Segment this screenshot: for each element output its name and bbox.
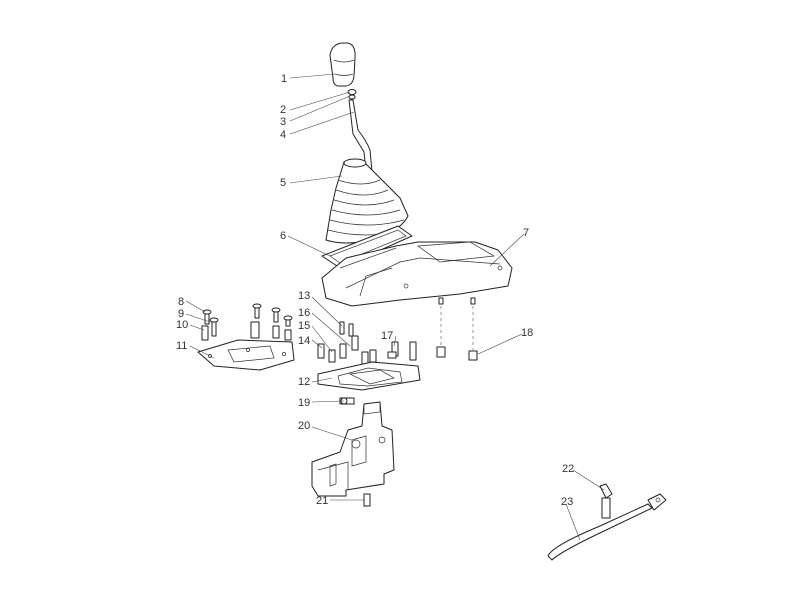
callout-9: 9 — [178, 308, 184, 320]
callout-18: 18 — [521, 327, 533, 339]
callout-3: 3 — [280, 116, 286, 128]
part-ring-washer — [347, 89, 357, 100]
callout-11: 11 — [176, 340, 187, 352]
callout-15: 15 — [298, 320, 310, 332]
part-boot-frame — [321, 225, 413, 269]
part-gear-knob — [329, 42, 356, 87]
callout-20: 20 — [298, 420, 310, 432]
callout-6: 6 — [280, 230, 286, 242]
callout-19: 19 — [298, 397, 310, 409]
part-fixing-clips — [436, 297, 478, 361]
callout-10: 10 — [176, 319, 188, 331]
callout-17: 17 — [381, 330, 393, 342]
part-gasket-plate — [197, 339, 295, 371]
callout-21: 21 — [316, 495, 328, 507]
callout-1: 1 — [281, 73, 287, 85]
callout-labels: 1 2 3 4 5 6 7 8 9 10 11 12 13 14 15 16 1… — [176, 73, 574, 508]
callout-8: 8 — [178, 296, 184, 308]
callout-22: 22 — [562, 463, 574, 475]
part-bolt — [363, 493, 371, 507]
callout-2: 2 — [280, 104, 286, 116]
part-linkage-rod — [547, 483, 667, 561]
part-boot-gaiter — [325, 158, 409, 244]
part-screws-center — [317, 321, 417, 365]
leader-lines — [185, 73, 605, 541]
part-center-console — [321, 241, 513, 307]
callout-12: 12 — [298, 376, 310, 388]
callout-4: 4 — [280, 129, 286, 141]
callout-23: 23 — [561, 496, 573, 508]
callout-7: 7 — [523, 227, 529, 239]
part-screws-left — [201, 303, 293, 341]
callout-16: 16 — [298, 307, 310, 319]
part-selector-housing — [311, 401, 395, 497]
callout-5: 5 — [280, 177, 286, 189]
callout-13: 13 — [298, 290, 310, 302]
callout-14: 14 — [298, 335, 310, 347]
part-mounting-plate — [317, 361, 421, 391]
